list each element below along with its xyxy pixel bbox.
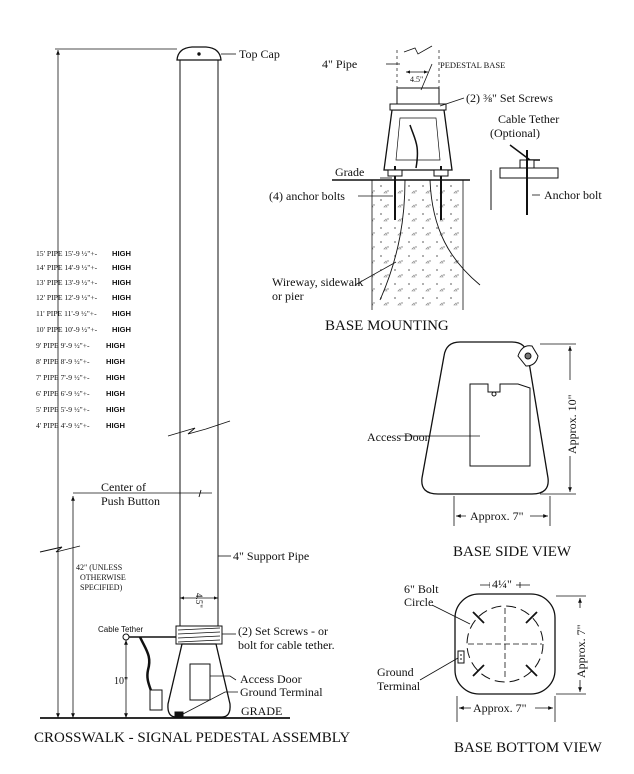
anchor-bolt-label: Anchor bolt [544, 188, 602, 202]
ground-terminal-label-2: Terminal [377, 679, 421, 693]
access-door-panel [469, 383, 531, 467]
bolt-spacing-label: 4¼" [492, 577, 512, 591]
concrete-pier [372, 180, 463, 310]
access-door-label: Access Door [240, 672, 302, 686]
set-screws-label: (2) ⅜" Set Screws [466, 91, 553, 105]
pipe-height-high: HIGH [112, 249, 131, 258]
pipe-height-row: 9' PIPE 9'-9 ½"+- [36, 341, 90, 350]
pedestal-assembly [39, 46, 290, 719]
set-screws-label-2: bolt for cable tether. [238, 638, 335, 652]
center-push-button-label: Center of [101, 480, 146, 494]
base-side-view [400, 341, 576, 526]
cable-tether-label: Cable Tether [98, 625, 144, 634]
pipe-height-row: 5' PIPE 5'-9 ½"+- [36, 405, 90, 414]
dim-42-label-3: SPECIFIED) [80, 583, 123, 592]
pipe-height-high: HIGH [106, 373, 125, 382]
access-door-label: Access Door [367, 430, 429, 444]
dim-42-label-2: OTHERWISE [80, 573, 126, 582]
pipe-width-dim: 4.5" [194, 593, 204, 608]
main-labels: Top Cap 15' PIPE 15'-9 ½"+- HIGH 14' PIP… [34, 47, 350, 746]
approx-7-label: Approx. 7" [470, 509, 524, 523]
top-cap-label: Top Cap [239, 47, 280, 61]
anchor-bolts-label: (4) anchor bolts [269, 189, 345, 203]
grade-label: GRADE [241, 704, 282, 718]
pipe-height-high: HIGH [112, 309, 131, 318]
access-door [189, 663, 211, 701]
pipe-height-high: HIGH [106, 341, 125, 350]
cable-tether-label: Cable Tether [498, 112, 559, 126]
pipe-height-row: 13' PIPE 13'-9 ½"+- [36, 278, 98, 287]
pipe-height-row: 14' PIPE 14'-9 ½"+- [36, 263, 98, 272]
approx-10-label: Approx. 10" [565, 394, 579, 454]
ground-terminal-label: Ground Terminal [240, 685, 323, 699]
base-mounting-title: BASE MOUNTING [325, 318, 449, 334]
base-mounting-labels: 4" Pipe PEDESTAL BASE 4.5" (2) ⅜" Set Sc… [269, 57, 602, 334]
pipe-height-row: 12' PIPE 12'-9 ½"+- [36, 293, 98, 302]
support-pipe-label: 4" Support Pipe [233, 549, 309, 563]
pipe-height-row: 11' PIPE 11'-9 ½"+- [36, 309, 97, 318]
pipe-height-high: HIGH [106, 389, 125, 398]
pipe-height-high: HIGH [112, 278, 131, 287]
base-side-title: BASE SIDE VIEW [453, 544, 572, 560]
bolt-circle [466, 605, 544, 683]
ground-terminal-label: Ground [377, 665, 414, 679]
set-screws-label: (2) Set Screws - or [238, 624, 328, 638]
cable-tether-label-2: (Optional) [490, 126, 540, 140]
bolt-circle-label: 6" Bolt [404, 582, 439, 596]
pipe-label: 4" Pipe [322, 57, 357, 71]
grade-label: Grade [335, 165, 364, 179]
pipe-height-row: 15' PIPE 15'-9 ½"+- [36, 249, 98, 258]
pipe-height-row: 7' PIPE 7'-9 ½"+- [36, 373, 90, 382]
break-symbol [167, 420, 231, 437]
pipe-height-row: 8' PIPE 8'-9 ½"+- [36, 357, 90, 366]
dim-10-label: 10" [114, 676, 128, 687]
pipe-height-row: 4' PIPE 4'-9 ½"+- [36, 421, 90, 430]
wireway-label: Wireway, sidewalk [272, 275, 363, 289]
base-side-labels: Access Door Approx. 10" Approx. 7" BASE … [367, 380, 580, 560]
pipe-height-high: HIGH [112, 325, 131, 334]
base-bottom-labels: 6" Bolt Circle 4¼" Ground Terminal Appro… [377, 577, 603, 756]
pipe-height-high: HIGH [112, 293, 131, 302]
pipe-height-high: HIGH [106, 357, 125, 366]
wireway-label-2: or pier [272, 289, 304, 303]
base-mounting-detail [332, 45, 559, 310]
assembly-title: CROSSWALK - SIGNAL PEDESTAL ASSEMBLY [34, 730, 350, 746]
center-push-button-label-2: Push Button [101, 494, 160, 508]
approx-7-side-label: Approx. 7" [574, 624, 588, 678]
base-bottom-title: BASE BOTTOM VIEW [454, 740, 603, 756]
pipe-height-high: HIGH [112, 263, 131, 272]
base-cross-section [383, 109, 453, 171]
dim-42-label: 42" (UNLESS [76, 563, 122, 572]
pipe-height-row: 10' PIPE 10'-9 ½"+- [36, 325, 98, 334]
ground-terminal-marker [457, 650, 465, 664]
pipe-height-row: 6' PIPE 6'-9 ½"+- [36, 389, 90, 398]
pipe-height-high: HIGH [106, 421, 125, 430]
pedestal-base-label: PEDESTAL BASE [440, 60, 505, 70]
approx-7-bottom-label: Approx. 7" [473, 701, 527, 715]
wireway [379, 179, 481, 301]
pipe-dim-label: 4.5" [410, 75, 423, 84]
pipe-height-high: HIGH [106, 405, 125, 414]
bolt-circle-label-2: Circle [404, 595, 433, 609]
